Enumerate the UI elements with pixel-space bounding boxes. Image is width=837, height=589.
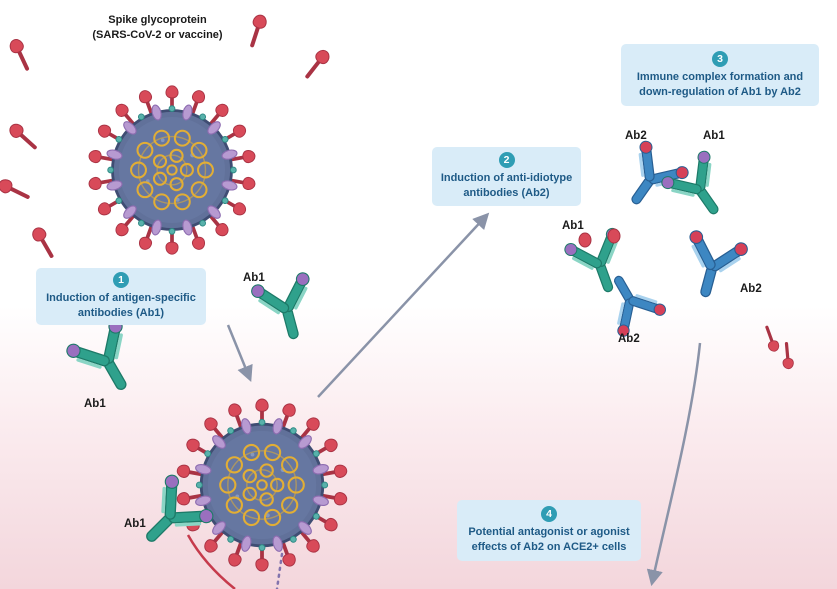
bound-spike-icon — [780, 341, 795, 370]
floating-spike-icon — [7, 36, 35, 74]
dashed-leader-line — [275, 552, 284, 589]
virus-particle-1 — [88, 86, 256, 254]
step-3-text: Immune complex formation and down-regula… — [636, 70, 804, 98]
ab1-label-floating-1: Ab1 — [243, 272, 265, 284]
step-box-2: 2 Induction of anti-idiotype antibodies … — [432, 147, 581, 206]
step-1-badge: 1 — [113, 272, 129, 289]
floating-spike-icon — [6, 120, 42, 154]
antibody-ab1-floating-2 — [59, 312, 155, 407]
red-leader-line — [186, 534, 236, 589]
arrow-virus2-to-step2 — [317, 212, 490, 398]
step-1-text: Induction of antigen-specific antibodies… — [46, 292, 196, 319]
virus-particle-2 — [176, 399, 347, 571]
figure-title: Spike glycoprotein (SARS-CoV-2 or vaccin… — [55, 13, 260, 43]
ab1-label-bound-virus2: Ab1 — [124, 518, 146, 530]
step-box-1: 1 Induction of antigen-specific antibodi… — [36, 268, 206, 325]
floating-spike-icon — [0, 176, 33, 205]
ab1-label-floating-2: Ab1 — [84, 398, 106, 410]
ab2-label-complex-top-left: Ab2 — [625, 130, 647, 142]
immune-complex-top — [607, 134, 743, 232]
floating-spike-icon — [300, 47, 333, 83]
ab2-label-standalone: Ab2 — [740, 283, 762, 295]
bound-spike-icon — [761, 323, 781, 354]
step-box-4: 4 Potential antagonist or agonist effect… — [457, 500, 641, 561]
arrow-step1-to-virus2 — [226, 324, 253, 383]
step-3-badge: 3 — [712, 50, 728, 67]
step-box-3: 3 Immune complex formation and down-regu… — [621, 44, 819, 106]
floating-spike-icon — [29, 224, 59, 262]
immune-complex-middle — [558, 222, 673, 343]
title-line2: (SARS-CoV-2 or vaccine) — [92, 28, 223, 41]
ab2-label-complex-bottom: Ab2 — [618, 333, 640, 345]
arrow-complex-to-step4 — [646, 342, 702, 587]
step-4-badge: 4 — [541, 506, 557, 523]
step-2-text: Induction of anti-idiotype antibodies (A… — [440, 172, 573, 199]
step-4-text: Potential antagonist or agonist effects … — [468, 526, 630, 553]
ab1-label-complex-middle: Ab1 — [562, 220, 584, 232]
title-line1: Spike glycoprotein — [108, 14, 207, 26]
step-2-badge: 2 — [498, 152, 515, 169]
antibody-ab2-standalone — [671, 225, 795, 370]
ab1-label-complex-top-right: Ab1 — [703, 130, 725, 142]
